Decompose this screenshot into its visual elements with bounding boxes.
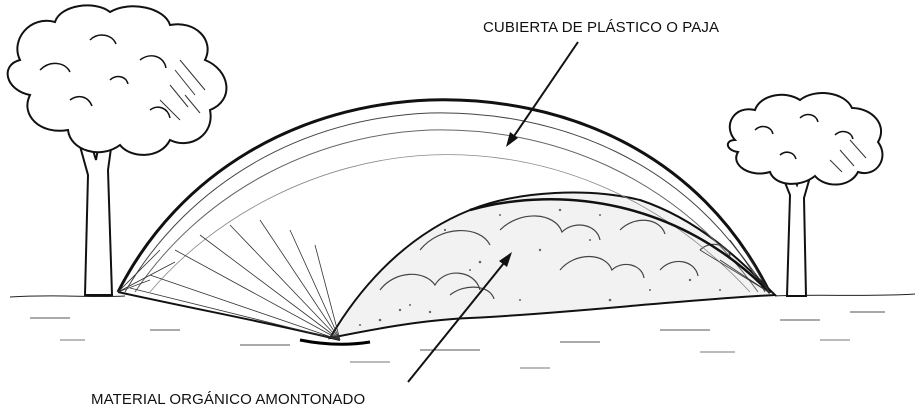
right-tree-canopy xyxy=(728,93,883,185)
right-tree xyxy=(728,93,883,296)
left-tree xyxy=(8,5,227,295)
cover-label: CUBIERTA DE PLÁSTICO O PAJA xyxy=(483,19,719,36)
material-label: MATERIAL ORGÁNICO AMONTONADO xyxy=(91,391,365,408)
cover-arrow xyxy=(506,42,578,147)
left-tree-canopy xyxy=(8,5,227,154)
organic-pile xyxy=(330,193,775,338)
